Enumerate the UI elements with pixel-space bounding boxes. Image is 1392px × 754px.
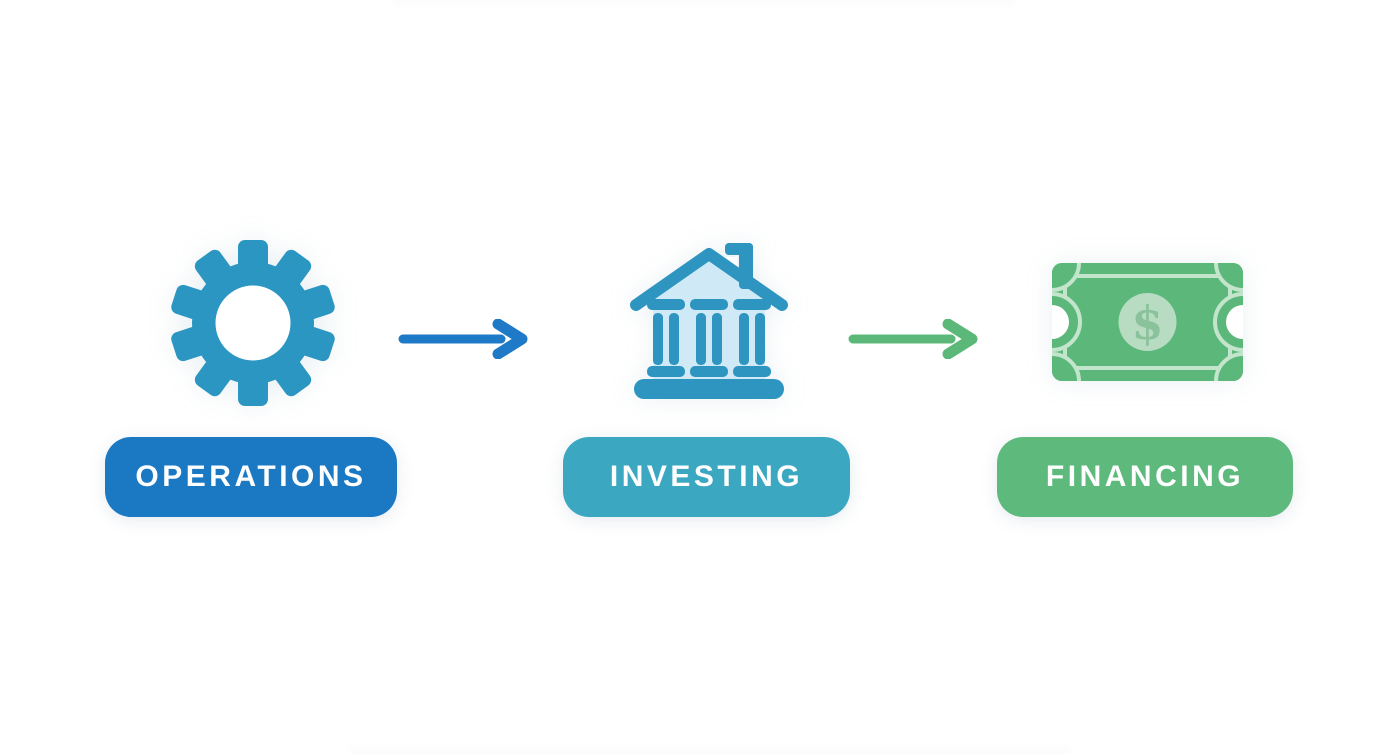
bank-roof: [630, 248, 788, 311]
cropped-edge-artifact-top: [395, 0, 1015, 5]
operations-pill: OPERATIONS: [105, 437, 397, 517]
bill-right-notch: [1226, 305, 1243, 339]
financing-pill: FINANCING: [997, 437, 1293, 517]
financing-label: FINANCING: [1045, 460, 1245, 493]
money-bill-icon: $: [1052, 263, 1243, 381]
investing-label: INVESTING: [609, 460, 804, 493]
gear-center-hole: [215, 285, 291, 361]
bill-left-notch: [1052, 305, 1069, 339]
cropped-edge-artifact-bottom: [350, 747, 1070, 754]
dollar-sign: $: [1131, 296, 1163, 350]
operations-label: OPERATIONS: [135, 460, 367, 493]
arrow-investing-to-financing-icon: [848, 319, 978, 359]
investing-pill: INVESTING: [563, 437, 850, 517]
gear-icon: [171, 240, 335, 406]
bank-structure: [634, 243, 784, 399]
bank-icon: [630, 243, 788, 399]
arrow-operations-to-investing-icon: [398, 319, 528, 359]
bill-center-circle: [1118, 293, 1177, 351]
bill-corner-arcs: [1052, 263, 1243, 381]
